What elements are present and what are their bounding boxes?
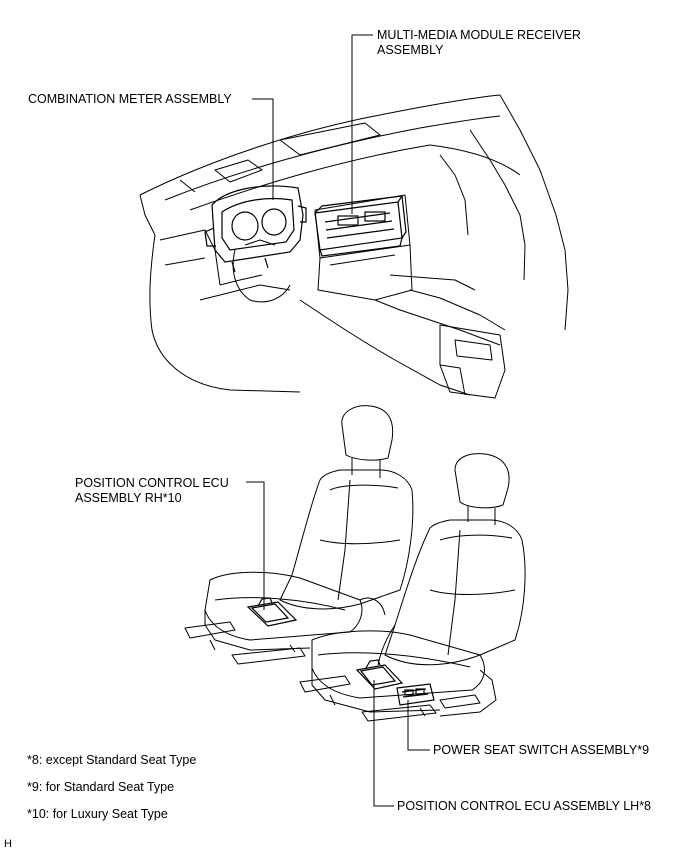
- leader-lines-dashboard: [252, 34, 373, 214]
- position-control-ecu-rh-illustration: [246, 597, 298, 627]
- combination-meter-label: COMBINATION METER ASSEMBLY: [28, 92, 232, 106]
- seat-rh-illustration: [184, 405, 414, 665]
- corner-mark: H: [4, 838, 12, 850]
- footnote-8: *8: except Standard Seat Type: [27, 753, 197, 767]
- multimedia-receiver-illustration: [314, 195, 407, 257]
- multimedia-receiver-label-line2: ASSEMBLY: [377, 43, 444, 57]
- combination-meter-illustration: [204, 185, 307, 273]
- seat-lh-illustration: [299, 453, 526, 722]
- dashboard-illustration: [139, 94, 569, 399]
- footnote-9: *9: for Standard Seat Type: [27, 780, 175, 794]
- position-control-ecu-lh-illustration: [355, 659, 404, 690]
- position-control-ecu-lh-label: POSITION CONTROL ECU ASSEMBLY LH*8: [397, 799, 652, 813]
- position-control-ecu-rh-label-line2: ASSEMBLY RH*10: [75, 491, 182, 505]
- multimedia-receiver-label-line1: MULTI-MEDIA MODULE RECEIVER: [377, 28, 581, 42]
- footnote-10: *10: for Luxury Seat Type: [27, 807, 168, 821]
- position-control-ecu-rh-label: POSITION CONTROL ECU ASSEMBLY RH*10: [75, 476, 229, 506]
- multimedia-receiver-label: MULTI-MEDIA MODULE RECEIVER ASSEMBLY: [377, 28, 581, 58]
- power-seat-switch-illustration: [396, 683, 435, 706]
- position-control-ecu-rh-label-line1: POSITION CONTROL ECU: [75, 476, 229, 490]
- leader-lines-seats: [246, 481, 430, 807]
- power-seat-switch-label: POWER SEAT SWITCH ASSEMBLY*9: [433, 743, 650, 757]
